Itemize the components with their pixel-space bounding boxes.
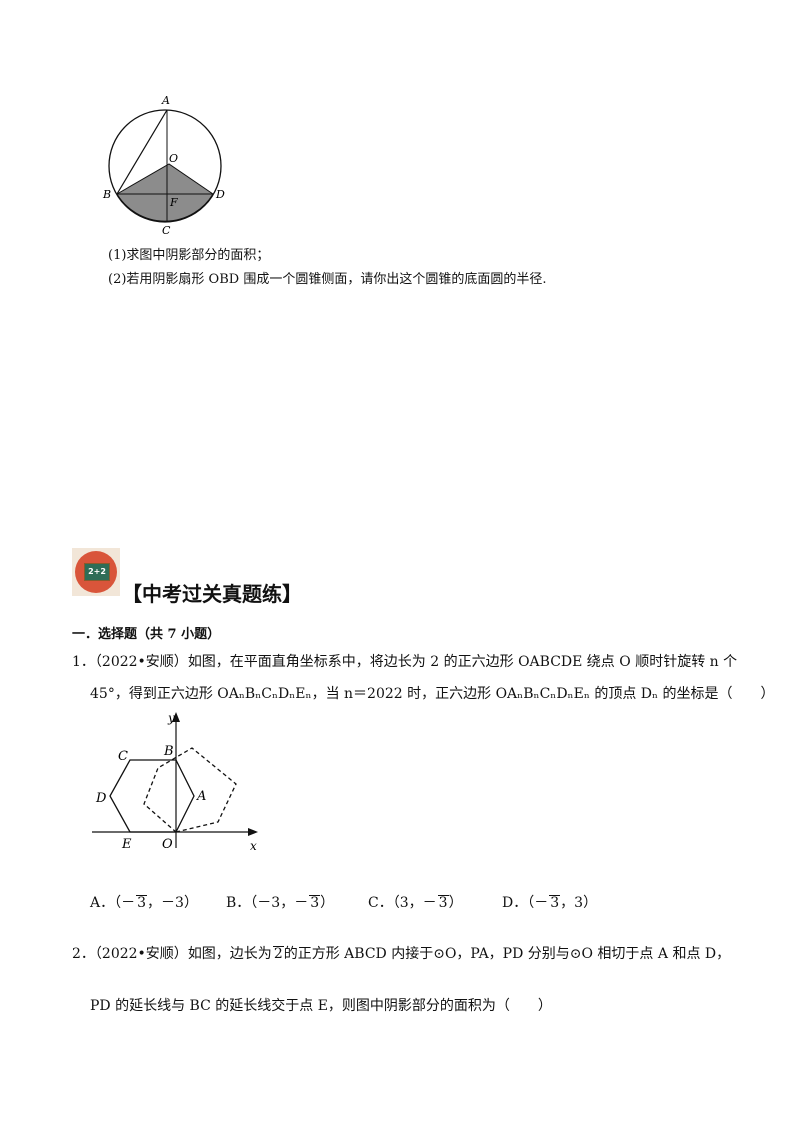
q2-number: 2． [72,946,95,962]
option-label: D． [502,895,528,911]
line-ab [116,109,168,195]
option-label: C． [368,895,393,911]
blackboard-icon: 2+2 [72,548,120,596]
y-axis-arrow [172,712,180,722]
shaded-region [116,163,214,222]
q1-line1: 1．（2022•安顺）如图，在平面直角坐标系中，将边长为 2 的正六边形 OAB… [72,652,737,672]
circle-outline [108,109,222,223]
circle-figure: A O B D F C [102,94,225,237]
label-c: C [162,224,171,237]
q2-line2: PD 的延长线与 BC 的延长线交于点 E，则图中阴影部分的面积为（ ） [90,998,552,1014]
q1-option-b[interactable]: B．（－3，－3） [226,892,334,912]
q1-option-c[interactable]: C．（3，－3） [368,892,463,912]
q1-number: 1． [72,654,95,670]
option-post: ） [448,895,463,911]
option-pre: （3，－ [392,895,437,911]
icon-text: 2+2 [84,563,110,581]
label-b: B [163,744,174,759]
label-e: E [121,837,132,852]
option-pre: （－ [114,895,136,911]
sqrt-2: 2 [272,946,284,962]
hexagon-figure: y x C B D A E O [92,711,258,853]
sqrt-3: 3 [437,895,449,911]
option-post: ） [320,895,335,911]
q2-source: （2022•安顺） [94,946,188,962]
label-y: y [167,711,175,725]
q1-option-d[interactable]: D．（－3，3） [502,892,597,912]
label-a: A [196,789,206,804]
sqrt-3: 3 [309,895,321,911]
option-post: ，3） [560,895,598,911]
label-d: D [215,188,225,201]
label-o: O [162,837,173,852]
section-heading: 一．选择题（共 7 小题） [72,627,221,642]
question-part-1: (1)求图中阴影部分的面积； [108,248,270,263]
hexagon-solid [109,759,195,833]
label-b: B [102,188,111,201]
x-axis-arrow [248,828,258,836]
sqrt-3: 3 [136,895,148,911]
q2-text-b: 的正方形 ABCD 内接于⊙O，PA，PD 分别与⊙O 相切于点 A 和点 D， [283,946,731,962]
section-title: 【中考过关真题练】 [122,582,302,606]
q1-text-line1: 如图，在平面直角坐标系中，将边长为 2 的正六边形 OABCDE 绕点 O 顺时… [187,654,738,670]
option-post: ，－3） [147,895,198,911]
label-o: O [169,152,178,165]
question-part-2: (2)若用阴影扇形 OBD 围成一个圆锥侧面，请你出这个圆锥的底面圆的半径. [108,272,547,287]
option-label: B． [226,895,251,911]
option-label: A． [90,895,115,911]
sqrt-3: 3 [549,895,561,911]
label-x: x [250,839,257,853]
label-f: F [169,196,178,209]
label-c: C [118,749,128,764]
option-pre: （－3，－ [250,895,309,911]
q1-option-a[interactable]: A．（－3，－3） [90,892,198,912]
label-a: A [161,94,170,107]
q1-line2: 45°，得到正六边形 OAₙBₙCₙDₙEₙ，当 n＝2022 时，正六边形 O… [90,686,775,702]
label-d: D [95,791,107,806]
option-pre: （－ [527,895,549,911]
q1-source: （2022•安顺） [94,654,188,670]
q2-text-a: 如图，边长为 [187,946,272,962]
hexagon-dashed [143,747,237,833]
